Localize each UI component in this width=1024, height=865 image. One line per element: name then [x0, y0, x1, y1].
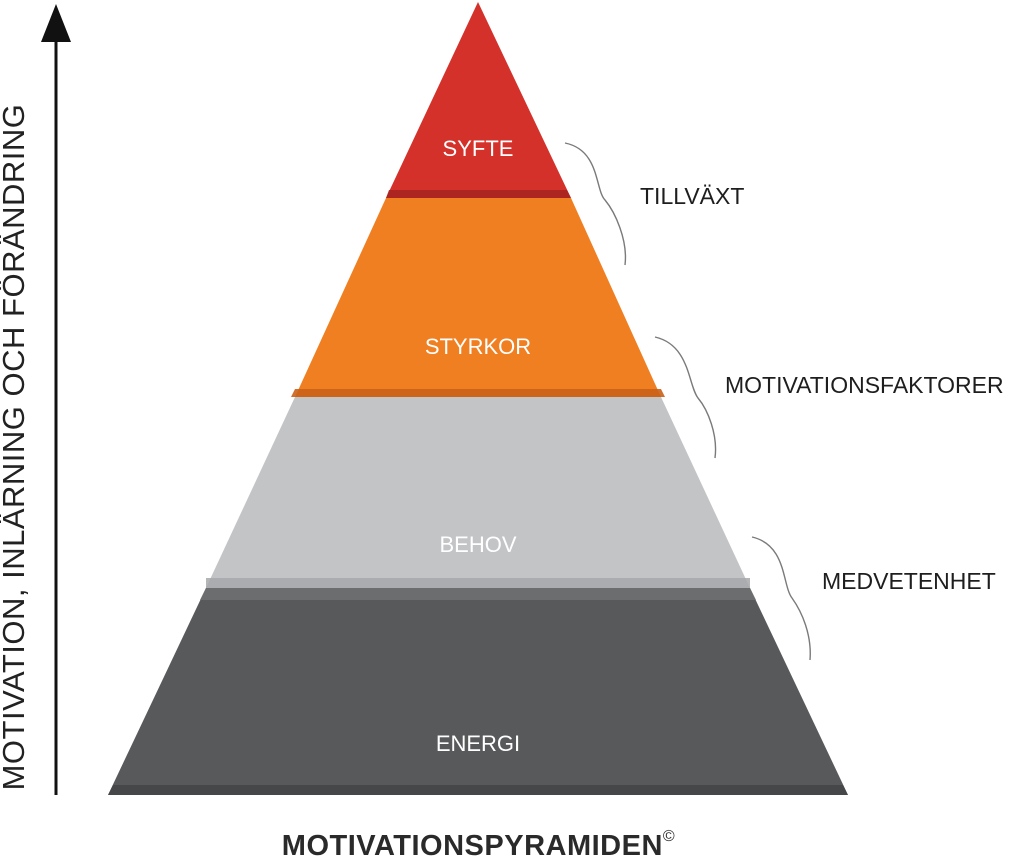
tier-behov-label: BEHOV	[439, 532, 516, 557]
tier-syfte-shape	[386, 2, 571, 198]
tier-styrkor-label: STYRKOR	[425, 334, 531, 359]
tier-styrkor-shadow	[291, 389, 665, 397]
group-tillvaxt-label: TILLVÄXT	[640, 183, 744, 209]
tier-behov-shape	[206, 397, 750, 588]
brace-motivationsfaktorer	[654, 336, 717, 459]
tier-energi-shadow	[108, 785, 848, 795]
axis-label: MOTIVATION, INLÄRNING OCH FÖRÄNDRING	[0, 104, 31, 791]
diagram-title: MOTIVATIONSPYRAMIDEN©	[0, 828, 957, 863]
group-medvetenhet: MEDVETENHET	[751, 536, 996, 661]
tier-syfte-shadow	[386, 190, 571, 198]
group-motivationsfaktorer: MOTIVATIONSFAKTORER	[654, 336, 1004, 459]
tier-energi: ENERGI	[108, 588, 848, 795]
tier-styrkor: STYRKOR	[291, 198, 665, 397]
tier-styrkor-shape	[295, 198, 661, 397]
tier-behov: BEHOV	[206, 397, 750, 588]
tier-energi-label: ENERGI	[436, 731, 520, 756]
tier-energi-bevel	[200, 588, 756, 600]
group-motivationsfaktorer-label: MOTIVATIONSFAKTORER	[725, 372, 1004, 398]
axis-arrowhead	[41, 4, 71, 42]
pyramid: ENERGI BEHOV STYRKOR SYFTE	[108, 2, 848, 795]
tier-behov-shadow	[206, 578, 750, 588]
tier-energi-shape	[108, 588, 848, 795]
group-tillvaxt: TILLVÄXT	[564, 142, 744, 266]
tier-syfte: SYFTE	[386, 2, 571, 198]
brace-tillvaxt	[564, 142, 627, 266]
brace-medvetenhet	[751, 536, 811, 661]
diagram-title-text: MOTIVATIONSPYRAMIDEN	[281, 830, 663, 862]
group-medvetenhet-label: MEDVETENHET	[822, 568, 996, 594]
vertical-axis	[41, 4, 71, 795]
copyright-symbol: ©	[662, 828, 676, 845]
tier-syfte-label: SYFTE	[443, 136, 514, 161]
